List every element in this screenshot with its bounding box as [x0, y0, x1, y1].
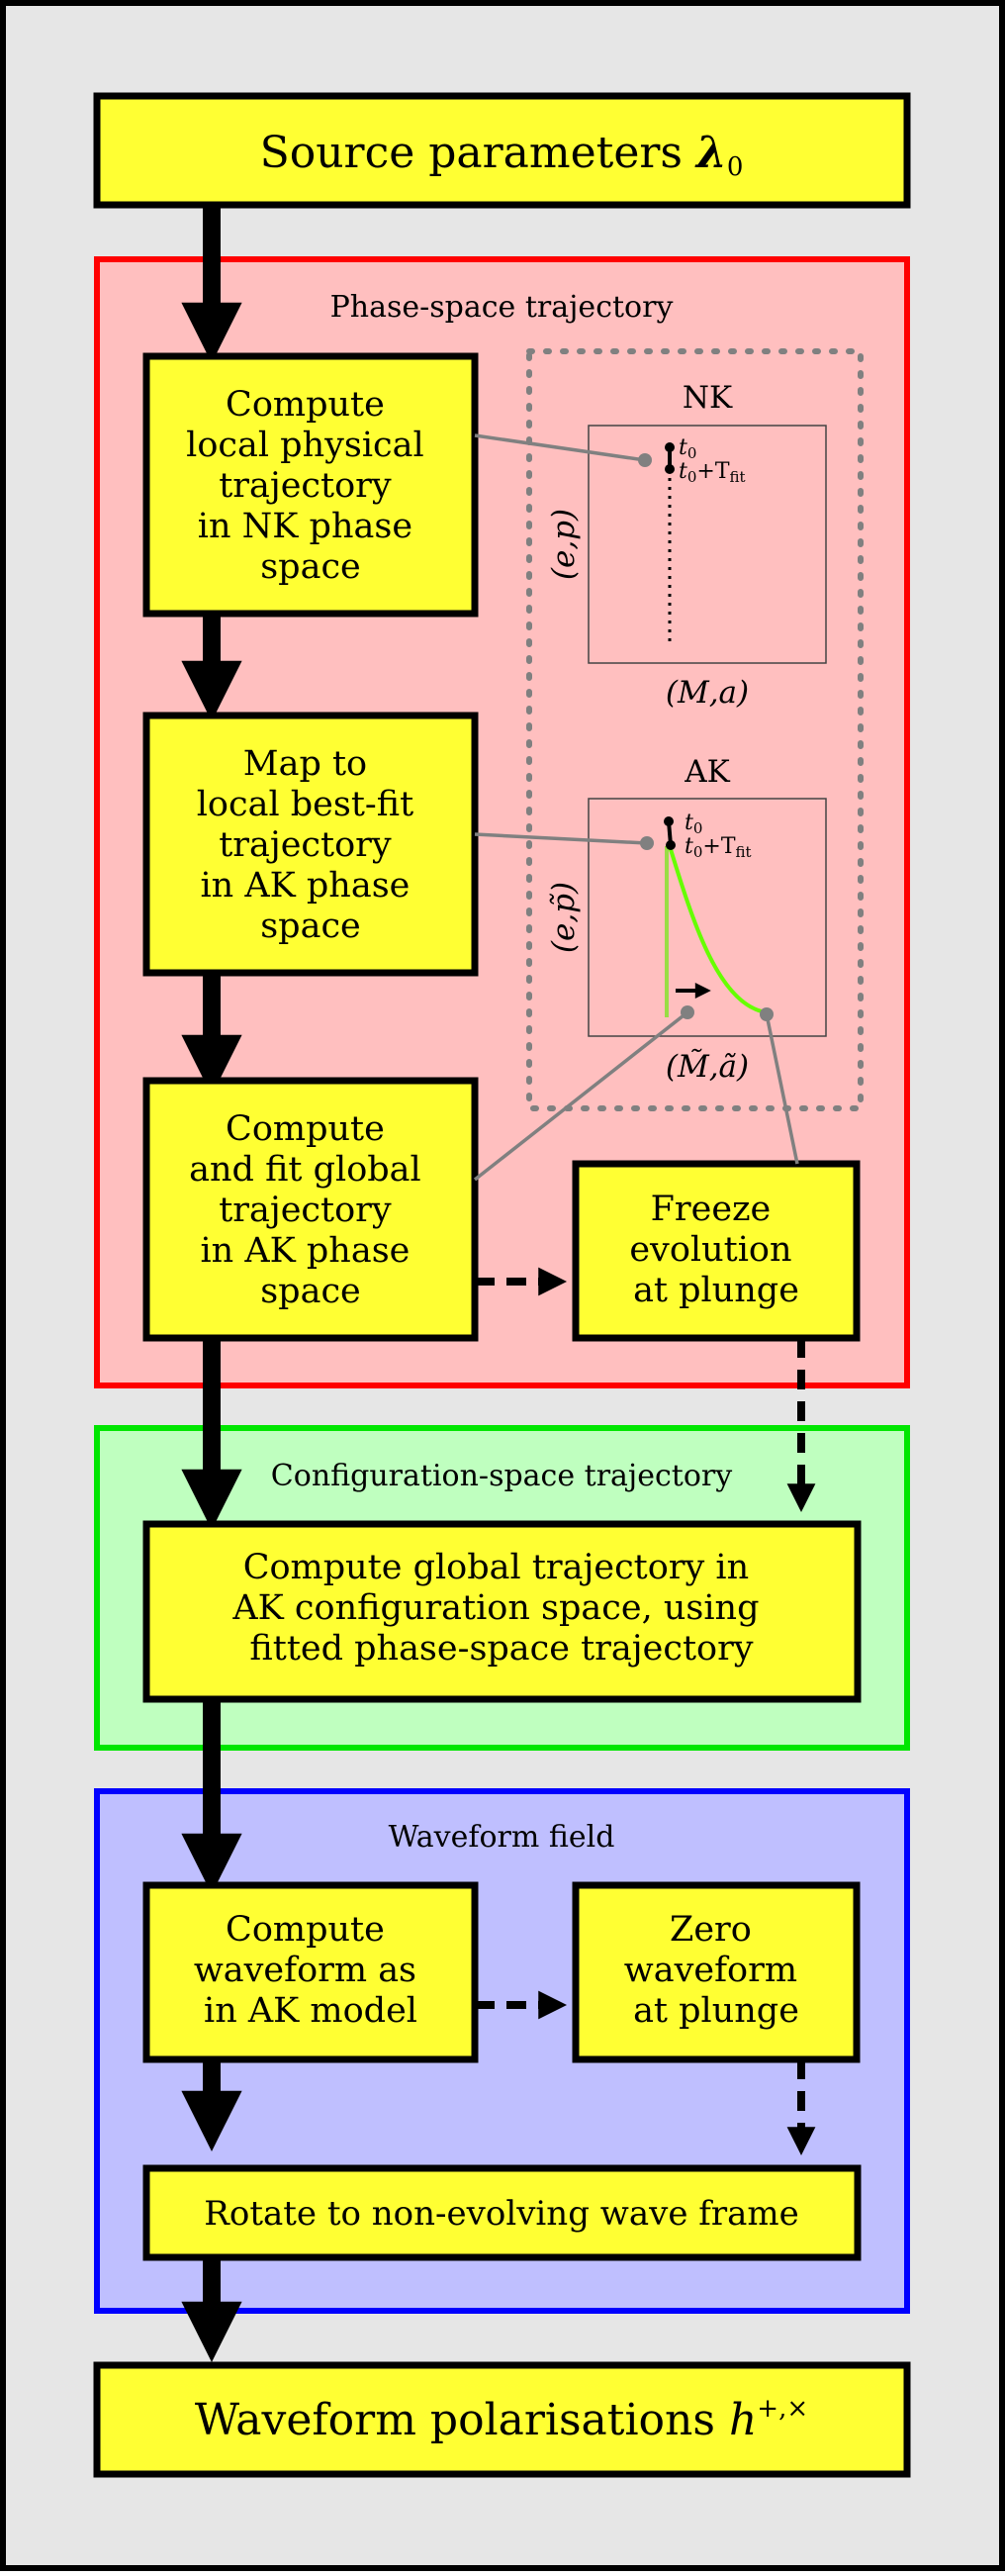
ak-tfit-label: t0+Tfit	[685, 834, 752, 861]
compute-global-config-box	[142, 1520, 862, 1703]
connector-dot-nk	[638, 453, 652, 467]
nk-panel: NK t0 t0+Tfit (M,a) (e,p)	[546, 380, 827, 711]
rotate-wave-frame-box	[142, 2164, 862, 2261]
waveform-polarisations-label: Waveform polarisations h+,×	[195, 2394, 808, 2445]
nk-x-axis-label: (M,a)	[666, 675, 749, 711]
connector-box1-to-nk	[474, 433, 646, 462]
ak-x-axis-label: (M̃,ã)	[666, 1048, 749, 1085]
ak-panel: AK t0 t0+Tfit (M̃,ã) (e,p̃)	[546, 754, 827, 1085]
nk-tfit-label: t0+Tfit	[679, 459, 746, 486]
ak-panel-title: AK	[684, 754, 730, 790]
config-space-title: Configuration-space trajectory	[271, 1459, 732, 1493]
connector-lines	[473, 433, 799, 1182]
dashed-arrows	[475, 1267, 816, 2156]
compute-local-trajectory-box	[142, 352, 479, 618]
ak-plot-frame	[588, 798, 827, 1037]
compute-fit-global-label: Compute and fit global trajectory in AK …	[189, 1109, 432, 1311]
compute-waveform-box	[142, 1881, 479, 2063]
source-parameters-label: Source parameters λ0	[260, 128, 744, 182]
zero-waveform-box	[572, 1881, 861, 2063]
compute-global-config-label: Compute global trajectory in AK configur…	[231, 1548, 770, 1669]
connector-dot-ak	[640, 836, 654, 850]
compute-local-trajectory-label: Compute local physical trajectory in NK …	[186, 385, 435, 587]
connector-box3-to-ak	[473, 1010, 689, 1182]
connector-freeze-to-ak	[765, 1013, 799, 1165]
waveform-field-title: Waveform field	[389, 1820, 615, 1855]
nk-panel-title: NK	[683, 380, 733, 416]
rotate-wave-frame-label: Rotate to non-evolving wave frame	[204, 2194, 799, 2234]
connector-box2-to-ak	[474, 832, 648, 845]
compute-waveform-label: Compute waveform as in AK model	[194, 1910, 427, 2031]
connector-dot-ak-arrow	[681, 1005, 694, 1019]
waveform-polarisations-box	[93, 2361, 911, 2478]
ak-y-axis-label: (e,p̃)	[546, 882, 582, 953]
source-parameters-box	[93, 92, 911, 209]
ak-fit-segment	[667, 820, 673, 846]
compute-fit-global-box	[142, 1077, 479, 1342]
map-to-best-fit-box	[142, 712, 479, 977]
connector-dot-ak-plunge	[760, 1007, 774, 1021]
nk-t0-label: t0	[679, 435, 696, 462]
map-to-best-fit-label: Map to local best-fit trajectory in AK p…	[197, 744, 425, 946]
zero-waveform-label: Zero waveform at plunge	[624, 1910, 808, 2031]
freeze-evolution-box	[572, 1160, 861, 1342]
freeze-evolution-label: Freeze evolution at plunge	[629, 1190, 802, 1310]
phase-space-title: Phase-space trajectory	[330, 290, 674, 325]
inset-dotted-frame	[526, 348, 864, 1111]
ak-t0-label: t0	[685, 811, 702, 837]
nk-y-axis-label: (e,p)	[546, 509, 582, 580]
nk-plot-frame	[588, 425, 827, 664]
ak-trajectory-curve	[668, 845, 763, 1013]
